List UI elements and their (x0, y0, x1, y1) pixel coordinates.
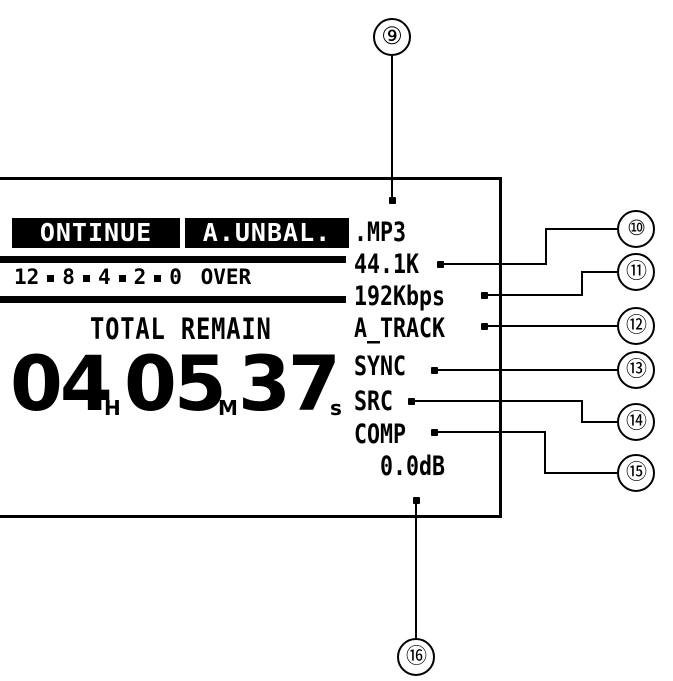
meter-over-label: OVER (200, 265, 252, 289)
time-hours-unit: H (104, 396, 121, 420)
meter-dot (47, 274, 55, 282)
comp-indicator: COMP (354, 419, 407, 450)
leader-dot (389, 197, 396, 204)
sample-rate-indicator: 44.1K (354, 249, 420, 280)
meter-tick-0: 0 (169, 265, 182, 289)
meter-tick-2: 2 (133, 265, 147, 289)
total-remain-label: TOTAL REMAIN (90, 312, 272, 346)
callout-14: ⑭ (617, 403, 655, 441)
level-indicator: 0.0dB (380, 451, 446, 482)
meter-tick-12: 12 (14, 265, 40, 289)
mode-indicator: ONTINUE (12, 218, 180, 248)
leader-dot (431, 367, 438, 374)
meter-dot (118, 274, 126, 282)
meter-bar-top (0, 256, 346, 263)
meter-bar-bottom (0, 296, 346, 303)
lcd-panel-frame (0, 177, 502, 518)
time-minutes: 05 (124, 339, 227, 428)
callout-16: ⑯ (397, 638, 435, 676)
meter-dot (154, 274, 162, 282)
time-seconds: 37 (238, 339, 341, 428)
sync-indicator: SYNC (354, 351, 407, 382)
callout-15: ⑮ (617, 454, 655, 492)
meter-tick-4: 4 (97, 265, 111, 289)
callout-11: ⑪ (617, 253, 655, 291)
time-hours: 04 (10, 339, 113, 428)
meter-tick-8: 8 (62, 265, 75, 289)
meter-dot (82, 274, 90, 282)
bitrate-indicator: 192Kbps (354, 281, 446, 312)
callout-9: ⑨ (373, 18, 411, 56)
callout-13: ⑬ (617, 351, 655, 389)
format-indicator: .MP3 (354, 217, 407, 248)
time-seconds-unit: s (330, 396, 342, 420)
time-minutes-unit: M (218, 396, 238, 420)
leader-dot (431, 429, 438, 436)
callout-12: ⑫ (617, 307, 655, 345)
leader-dot (481, 292, 488, 299)
callout-10: ⑩ (617, 210, 655, 248)
leader-dot (481, 323, 488, 330)
track-mode-indicator: A_TRACK (354, 313, 446, 344)
leader-dot (413, 497, 420, 504)
leader-dot (408, 398, 415, 405)
leader-dot (437, 261, 444, 268)
src-indicator: SRC (354, 386, 394, 417)
input-indicator: A.UNBAL. (185, 218, 349, 248)
